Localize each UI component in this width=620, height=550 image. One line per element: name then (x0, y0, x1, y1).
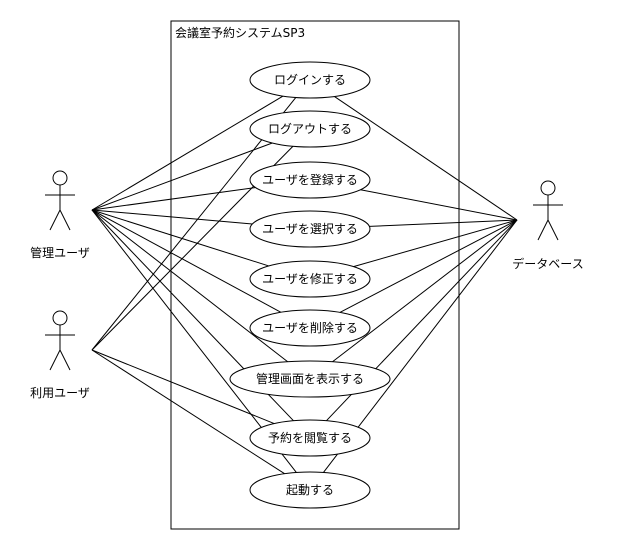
use-case-admin_screen[interactable]: 管理画面を表示する (229, 360, 391, 398)
use-case-modify[interactable]: ユーザを修正する (249, 260, 371, 298)
use-case-logout[interactable]: ログアウトする (249, 110, 371, 148)
use-cases: ログインするログアウトするユーザを登録するユーザを選択するユーザを修正するユーザ… (229, 61, 391, 509)
use-case-label: ユーザを登録する (262, 172, 358, 187)
association-line-admin-modify (91, 209, 269, 267)
actor-head (52, 170, 68, 186)
use-case-ellipse[interactable] (249, 419, 371, 457)
association-line-admin-delete (91, 209, 282, 313)
use-case-ellipse[interactable] (249, 61, 371, 99)
actor-head (52, 310, 68, 326)
system-boundary (170, 20, 460, 530)
use-case-login[interactable]: ログインする (249, 61, 371, 99)
association-line-admin-register (91, 187, 256, 211)
use-case-label: ユーザを修正する (262, 271, 358, 286)
use-case-start[interactable]: 起動する (249, 471, 371, 509)
use-case-label: ログインする (274, 73, 346, 87)
use-case-ellipse[interactable] (249, 471, 371, 509)
use-case-label: ログアウトする (268, 122, 352, 136)
actor-left-leg (49, 349, 61, 371)
use-case-view[interactable]: 予約を閲覧する (249, 419, 371, 457)
use-case-ellipse[interactable] (249, 260, 371, 298)
use-case-label: 管理画面を表示する (256, 371, 364, 386)
use-case-label: ユーザを選択する (262, 222, 358, 236)
association-line-db-modify (353, 219, 518, 268)
use-case-label: 起動する (286, 483, 334, 497)
actor-head (540, 180, 556, 196)
use-case-label: 予約を閲覧する (268, 430, 352, 445)
association-line-db-admin_screen (332, 219, 518, 363)
association-line-db-delete (339, 219, 518, 313)
association-line-db-select (369, 219, 518, 227)
use-case-delete[interactable]: ユーザを削除する (249, 309, 371, 347)
actor-right-leg (59, 349, 71, 371)
associations (91, 95, 518, 475)
association-line-admin-admin_screen (91, 209, 289, 363)
actor-label: 管理ユーザ (30, 245, 90, 260)
association-line-user-start (91, 349, 285, 475)
actor-left-leg (49, 209, 61, 231)
actor-db[interactable]: データベース (512, 180, 584, 271)
use-case-ellipse[interactable] (249, 210, 371, 248)
association-line-db-register (360, 189, 518, 221)
actor-right-leg (547, 219, 559, 241)
actor-label: データベース (512, 256, 583, 271)
use-case-label: ユーザを削除する (262, 320, 358, 335)
use-case-ellipse[interactable] (229, 360, 391, 398)
use-case-register[interactable]: ユーザを登録する (249, 161, 371, 199)
association-line-admin-login (91, 95, 284, 211)
actor-right-leg (59, 209, 71, 231)
association-line-admin-logout (91, 142, 273, 211)
use-case-ellipse[interactable] (249, 309, 371, 347)
actor-user[interactable]: 利用ユーザ (30, 310, 90, 400)
association-line-admin-select (91, 209, 253, 225)
actor-admin[interactable]: 管理ユーザ (30, 170, 90, 260)
use-case-select[interactable]: ユーザを選択する (249, 210, 371, 248)
association-line-user-view (91, 349, 275, 425)
system-title: 会議室予約システムSP3 (175, 25, 305, 40)
association-line-db-login (334, 96, 518, 221)
actor-left-leg (537, 219, 549, 241)
actor-label: 利用ユーザ (30, 386, 90, 400)
use-case-ellipse[interactable] (249, 161, 371, 199)
use-case-ellipse[interactable] (249, 110, 371, 148)
